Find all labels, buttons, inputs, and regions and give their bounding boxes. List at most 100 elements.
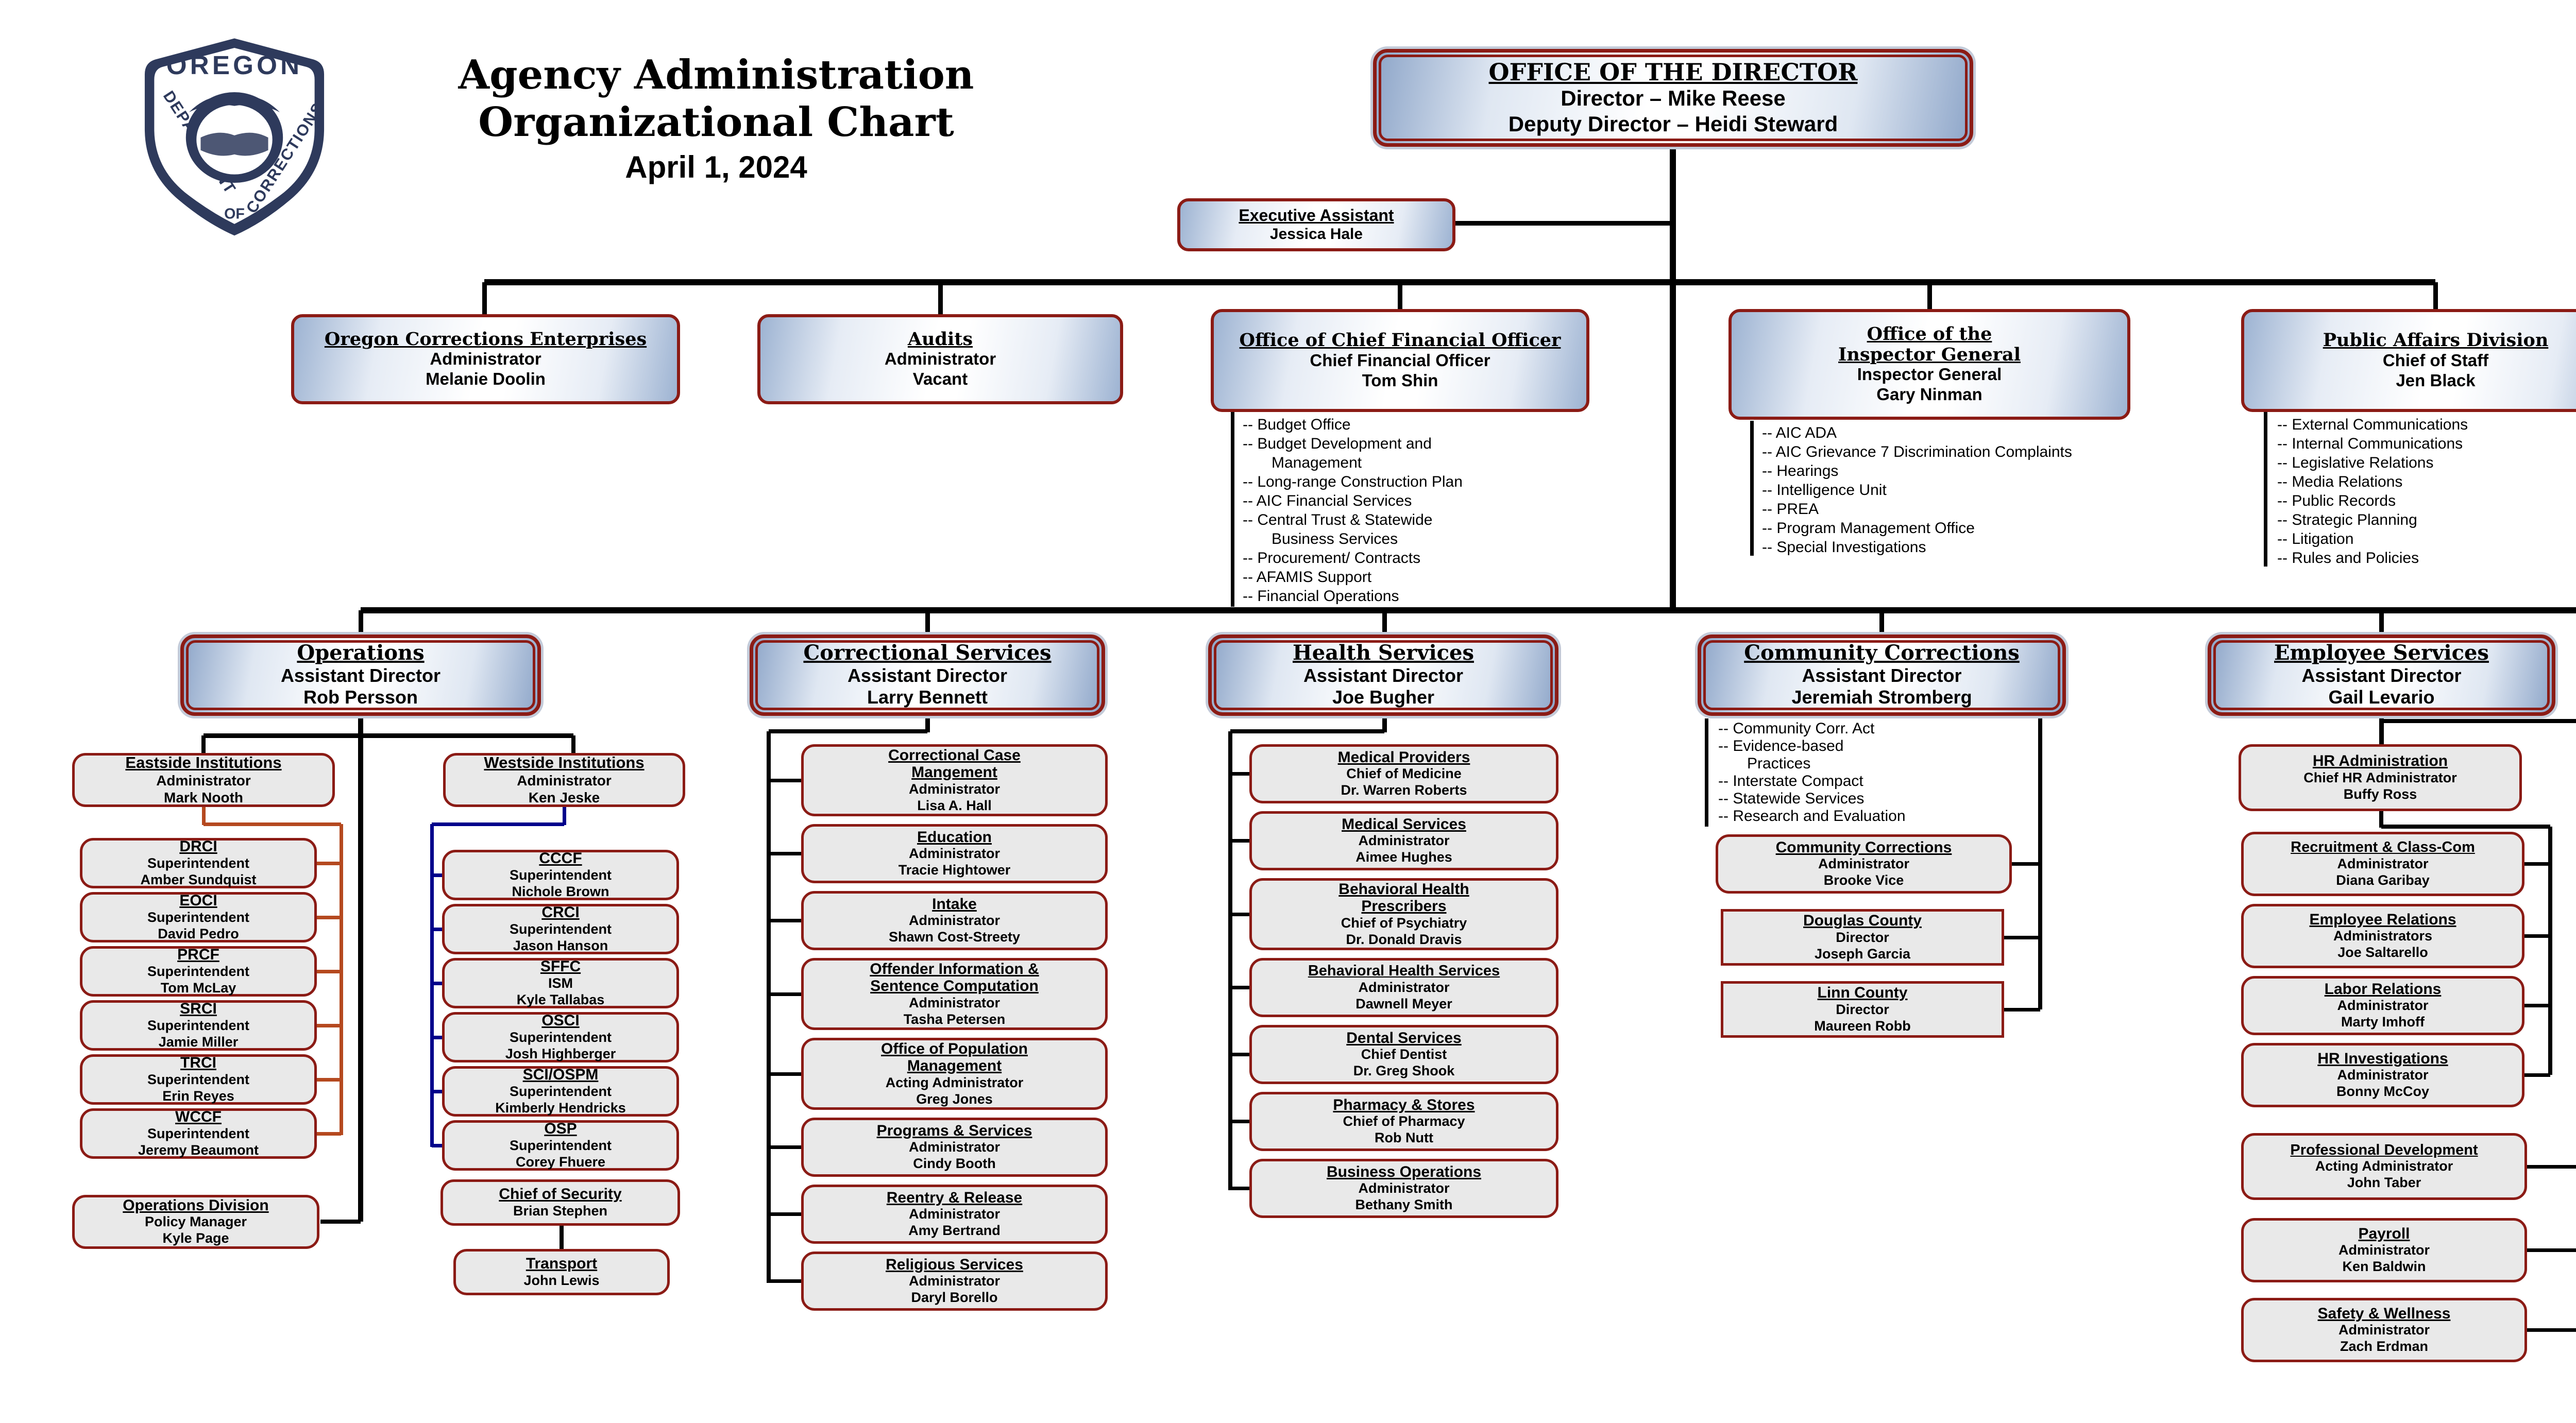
node-cs-line-0: Assistant Director xyxy=(847,664,1008,686)
node-intake-line-0: Administrator xyxy=(908,913,1001,929)
connector-line xyxy=(1230,412,1234,607)
connector-line xyxy=(2548,827,2552,1075)
node-cccf-line-1: Nichole Brown xyxy=(512,883,609,899)
node-audits-title: Audits xyxy=(907,328,973,350)
node-es-title: Employee Services xyxy=(2274,641,2489,665)
node-bhp-line-1: Dr. Donald Dravis xyxy=(1346,931,1462,947)
node-osp-title: OSP xyxy=(544,1120,577,1138)
node-oisc-line-0: Administrator xyxy=(908,995,1001,1010)
node-trci-line-1: Erin Reyes xyxy=(162,1088,234,1104)
node-osci-title: OSCI xyxy=(541,1012,580,1030)
connector-line xyxy=(1230,1186,1249,1190)
node-drci-line-1: Amber Sundquist xyxy=(140,871,257,887)
connector-line xyxy=(2004,1007,2040,1011)
oregon-doc-logo: OREGON DEPARTMENT CORRECTIONS OF xyxy=(144,38,328,236)
node-payroll-title: Payroll xyxy=(2358,1225,2410,1242)
duty-list-item: -- Research and Evaluation xyxy=(1718,808,1906,825)
node-prcf-line-1: Tom McLay xyxy=(160,980,236,996)
connector-line xyxy=(2381,825,2550,829)
connector-line xyxy=(204,733,573,738)
connector-line xyxy=(1750,421,1754,556)
connector-line xyxy=(317,1077,341,1082)
node-bhp-line-0: Chief of Psychiatry xyxy=(1341,915,1467,931)
node-sciospm-line-0: Superintendent xyxy=(509,1083,612,1099)
connector-line xyxy=(1230,912,1249,916)
node-medserv-line-0: Administrator xyxy=(1358,833,1450,849)
duty-list-item: -- Program Management Office xyxy=(1762,520,1975,537)
node-hs-title: Health Services xyxy=(1292,641,1474,665)
node-ig-line-1: Gary Ninman xyxy=(1876,384,1982,404)
chart-date: April 1, 2024 xyxy=(625,150,807,185)
node-cs-line-1: Larry Bennett xyxy=(867,687,988,708)
connector-line xyxy=(432,1035,442,1039)
connector-line xyxy=(358,610,363,636)
duty-list-item: -- AFAMIS Support xyxy=(1243,569,1372,586)
connector-line xyxy=(317,861,341,865)
connector-line xyxy=(1230,1052,1249,1056)
logo-seal-landscape xyxy=(200,132,268,156)
connector-line xyxy=(1230,838,1249,843)
node-religious-title: Religious Services xyxy=(886,1256,1023,1273)
node-hradmin-line-1: Buffy Ross xyxy=(2343,786,2417,802)
connector-line xyxy=(482,282,487,316)
node-pad-title: Public Affairs Division xyxy=(2323,330,2549,351)
connector-line xyxy=(2527,1248,2576,1252)
node-audits-line-1: Vacant xyxy=(912,369,968,389)
connector-line xyxy=(2527,1164,2576,1169)
node-hs-line-0: Assistant Director xyxy=(1303,664,1464,686)
node-hradmin-title: HR Administration xyxy=(2312,752,2448,770)
connector-line xyxy=(2038,716,2042,1009)
node-exec-assistant-title: Executive Assistant xyxy=(1239,205,1394,225)
connector-line xyxy=(1704,718,1708,827)
connector-line xyxy=(571,735,575,754)
connector-line xyxy=(1230,771,1249,776)
node-progserv-line-0: Administrator xyxy=(908,1139,1001,1155)
node-ig-duty-list: -- AIC ADA-- AIC Grievance 7 Discriminat… xyxy=(1762,423,2339,557)
node-ig-title: Office of the Inspector General xyxy=(1838,323,2021,365)
chart-title-line1: Agency Administration xyxy=(458,52,974,98)
node-osci-line-1: Josh Highberger xyxy=(505,1045,616,1061)
node-pad-line-0: Chief of Staff xyxy=(2382,350,2489,370)
node-pharmacy-line-1: Rob Nutt xyxy=(1375,1130,1433,1146)
duty-list-item: -- AIC Financial Services xyxy=(1243,492,1412,509)
node-eoci-line-0: Superintendent xyxy=(147,909,249,925)
node-opsdiv-title: Operations Division xyxy=(123,1196,269,1214)
connector-line xyxy=(2524,1073,2550,1077)
connector-line xyxy=(1230,1119,1249,1123)
node-osci-line-0: Superintendent xyxy=(509,1029,612,1045)
duty-list-item: -- Rules and Policies xyxy=(2277,550,2419,567)
node-eastside-line-0: Administrator xyxy=(156,772,251,788)
duty-list-item: -- Intelligence Unit xyxy=(1762,482,1887,499)
node-es-line-0: Assistant Director xyxy=(2301,664,2462,686)
node-busops-title: Business Operations xyxy=(1326,1163,1482,1180)
duty-list-item: Practices xyxy=(1747,755,1811,772)
duty-list-item: -- Financial Operations xyxy=(1243,588,1399,605)
node-intake-line-1: Shawn Cost-Streety xyxy=(888,929,1021,945)
connector-line xyxy=(769,992,801,996)
node-intake-title: Intake xyxy=(932,895,977,913)
node-westside-line-1: Ken Jeske xyxy=(528,789,600,805)
node-pad-duty-list: -- External Communications-- Internal Co… xyxy=(2277,415,2576,568)
node-dental-line-1: Dr. Greg Shook xyxy=(1353,1063,1455,1079)
node-cccf-title: CCCF xyxy=(539,850,582,867)
node-eastside-title: Eastside Institutions xyxy=(125,753,282,772)
connector-line xyxy=(2381,719,2576,723)
node-oisc-line-1: Tasha Petersen xyxy=(903,1011,1006,1027)
node-cfo-line-0: Chief Financial Officer xyxy=(1310,350,1490,370)
